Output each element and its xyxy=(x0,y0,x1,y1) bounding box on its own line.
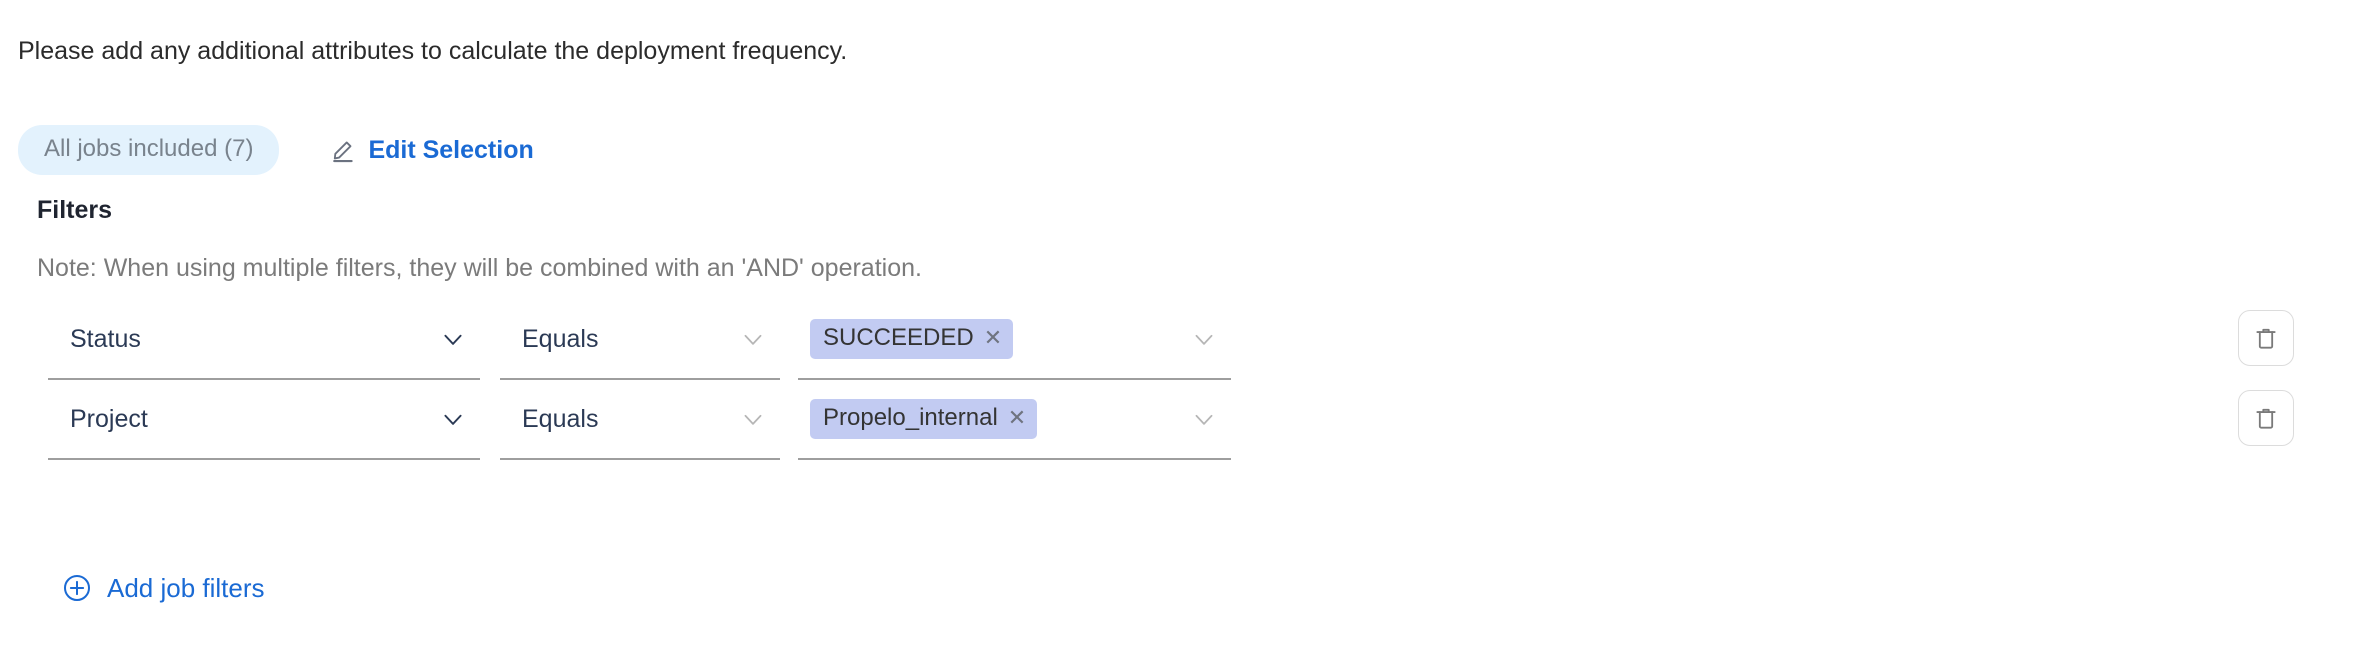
filter-value-select[interactable]: SUCCEEDED ✕ xyxy=(798,300,1231,380)
chevron-down-icon[interactable] xyxy=(1191,326,1217,352)
delete-filter-button[interactable] xyxy=(2238,310,2294,366)
filter-row: Project Equals Propelo_internal ✕ xyxy=(0,380,2376,460)
filter-attribute-value: Project xyxy=(70,405,148,433)
filter-value-chip[interactable]: SUCCEEDED ✕ xyxy=(810,319,1014,359)
page-instruction: Please add any additional attributes to … xyxy=(18,37,848,65)
filter-operator-select[interactable]: Equals xyxy=(500,380,780,460)
filter-value-select[interactable]: Propelo_internal ✕ xyxy=(798,380,1231,460)
trash-icon xyxy=(2253,405,2279,431)
pencil-icon xyxy=(331,137,357,163)
edit-selection-label: Edit Selection xyxy=(368,136,534,164)
plus-circle-icon xyxy=(62,573,92,603)
filter-operator-value: Equals xyxy=(522,405,599,433)
filter-row: Status Equals SUCCEEDED ✕ xyxy=(0,300,2376,380)
trash-icon xyxy=(2253,325,2279,351)
filter-attribute-select[interactable]: Status xyxy=(48,300,480,380)
close-icon[interactable]: ✕ xyxy=(1007,405,1027,430)
add-job-filters-button[interactable]: Add job filters xyxy=(62,573,265,603)
filter-value-chip[interactable]: Propelo_internal ✕ xyxy=(810,399,1038,439)
chevron-down-icon[interactable] xyxy=(740,326,766,352)
delete-filter-button[interactable] xyxy=(2238,390,2294,446)
close-icon[interactable]: ✕ xyxy=(983,325,1003,350)
filter-value-chip-label: Propelo_internal xyxy=(823,404,998,431)
chevron-down-icon[interactable] xyxy=(440,406,466,432)
chevron-down-icon[interactable] xyxy=(1191,406,1217,432)
chevron-down-icon[interactable] xyxy=(440,326,466,352)
filters-heading: Filters xyxy=(37,196,113,224)
edit-selection-button[interactable]: Edit Selection xyxy=(331,136,534,164)
filter-operator-select[interactable]: Equals xyxy=(500,300,780,380)
selection-summary-row: All jobs included (7) Edit Selection xyxy=(18,125,534,175)
filter-attribute-value: Status xyxy=(70,325,141,353)
chevron-down-icon[interactable] xyxy=(740,406,766,432)
filter-attribute-select[interactable]: Project xyxy=(48,380,480,460)
add-job-filters-label: Add job filters xyxy=(107,573,265,603)
filter-value-chip-label: SUCCEEDED xyxy=(823,324,974,351)
filter-operator-value: Equals xyxy=(522,325,599,353)
all-jobs-included-badge: All jobs included (7) xyxy=(18,125,280,175)
filters-note: Note: When using multiple filters, they … xyxy=(37,254,922,282)
